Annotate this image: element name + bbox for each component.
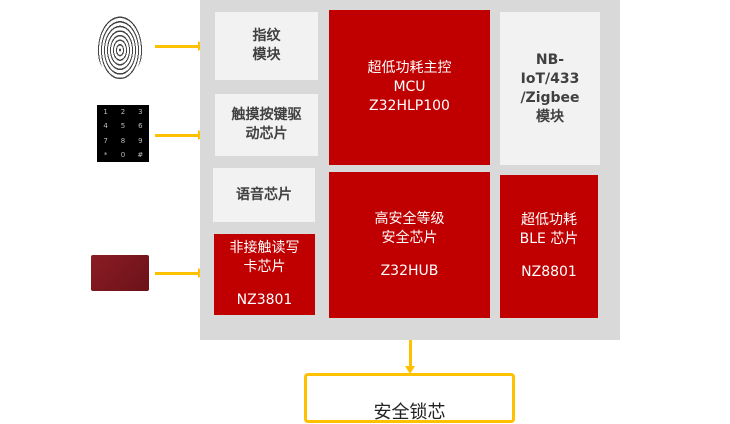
label: 非接触读写 xyxy=(229,240,300,256)
mcu-block: 超低功耗主控 MCU Z32HLP100 xyxy=(329,10,490,165)
label: NB- xyxy=(535,51,565,68)
keypad-key: 9 xyxy=(138,136,143,145)
voice-chip: 语音芯片 xyxy=(213,168,315,222)
nfc-chip: 非接触读写 卡芯片 NZ3801 xyxy=(214,234,315,315)
arrow-down-head xyxy=(405,366,415,374)
lock-cylinder-box: 安全锁芯 xyxy=(304,373,515,423)
label: 触摸按键驱 xyxy=(231,107,302,123)
keypad-key: 1 xyxy=(103,108,108,117)
model: Z32HLP100 xyxy=(369,98,450,114)
label: MCU xyxy=(393,79,426,95)
arrow-keypad xyxy=(155,130,206,140)
model: NZ3801 xyxy=(236,292,293,308)
arrow-fingerprint xyxy=(155,41,206,51)
label: 动芯片 xyxy=(245,126,288,142)
fingerprint-module: 指纹 模块 xyxy=(215,12,318,80)
label: BLE 芯片 xyxy=(519,231,579,247)
arrow-card xyxy=(155,268,206,278)
keypad-key: 8 xyxy=(120,136,126,145)
label: 卡芯片 xyxy=(243,259,286,275)
arrow-down xyxy=(409,340,412,368)
label: 超低功耗 xyxy=(521,212,577,228)
keypad-key: 6 xyxy=(138,122,143,131)
label: /Zigbee xyxy=(520,89,580,106)
keypad-key: 5 xyxy=(120,122,126,131)
security-chip-block: 高安全等级 安全芯片 Z32HUB xyxy=(329,172,490,318)
label: 模块 xyxy=(252,47,281,63)
fingerprint-image xyxy=(97,15,143,79)
label: 高安全等级 xyxy=(374,210,445,227)
comm-module: NB- IoT/433 /Zigbee 模块 xyxy=(500,12,600,165)
model: Z32HUB xyxy=(380,262,439,279)
keypad-key: # xyxy=(137,150,144,159)
keypad-key: 7 xyxy=(103,136,108,145)
label: 安全锁芯 xyxy=(373,402,446,423)
label: 安全芯片 xyxy=(381,229,438,246)
keypad-key: 2 xyxy=(120,108,126,117)
label: 模块 xyxy=(536,108,564,125)
label: IoT/433 xyxy=(520,70,580,87)
keypad-key: * xyxy=(103,150,108,159)
model: NZ8801 xyxy=(521,264,577,280)
keypad-key: 4 xyxy=(103,122,108,131)
label: 语音芯片 xyxy=(236,186,292,203)
ble-chip-block: 超低功耗 BLE 芯片 NZ8801 xyxy=(500,175,598,318)
keypad-image: 1 2 3 4 5 6 7 8 9 * 0 # xyxy=(97,105,149,162)
rfid-card-image xyxy=(91,255,149,291)
keypad-key: 0 xyxy=(120,150,126,159)
label: 指纹 xyxy=(252,28,281,44)
touch-key-chip: 触摸按键驱 动芯片 xyxy=(215,94,318,156)
label: 超低功耗主控 xyxy=(367,60,452,76)
keypad-key: 3 xyxy=(138,108,143,117)
